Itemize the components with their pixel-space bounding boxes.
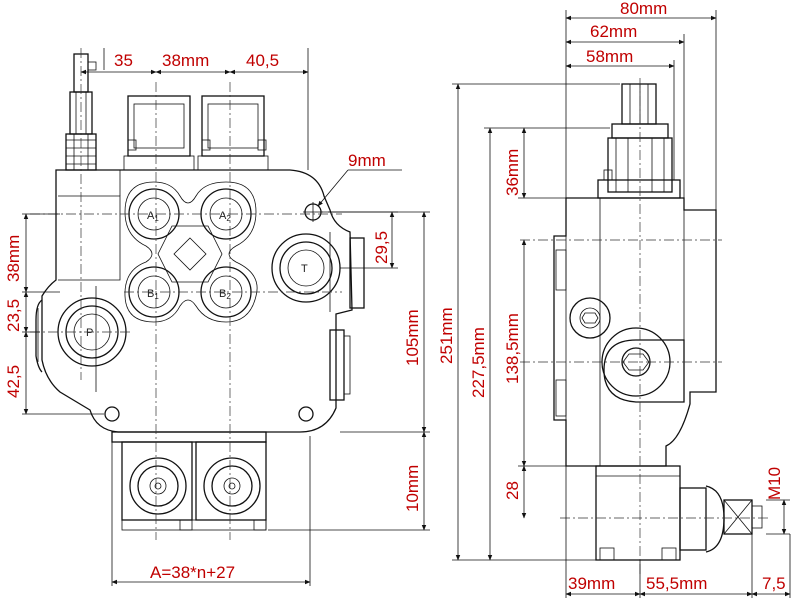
port-label-t: T [301,263,308,275]
port-label-p: P [86,327,93,339]
dim-23-5: 23,5 [4,299,23,332]
port-label-a1: A1 [147,210,159,223]
dim-38mm-top: 38mm [162,51,209,70]
dim-35: 35 [114,51,133,70]
side-body-outline [553,197,717,467]
dim-62mm: 62mm [590,22,637,41]
front-body-outline [41,169,353,433]
side-dimensions: 251mm 227,5mm 36mm 138,5mm 28 80mm 62mm … [437,0,791,598]
dim-39mm: 39mm [568,574,615,593]
front-dimensions: 35 38mm 40,5 9mm 38mm 23,5 42,5 29,5 105… [4,48,430,586]
dim-55-5mm: 55,5mm [646,574,707,593]
port-label-a2: A2 [219,210,231,223]
dim-42-5: 42,5 [4,365,23,398]
dim-251mm: 251mm [437,307,456,364]
dim-38mm-left: 38mm [4,235,23,282]
dim-36mm: 36mm [503,149,522,196]
dim-58mm: 58mm [586,47,633,66]
dim-28: 28 [503,481,522,500]
dim-138-5mm: 138,5mm [503,313,522,384]
port-linkage-outline [124,181,258,323]
port-label-b1: B1 [147,288,159,301]
dim-10mm: 10mm [403,465,422,512]
dim-m10: M10 [765,467,784,500]
side-view [520,78,770,574]
dim-formula: A=38*n+27 [150,563,235,582]
dim-227-5mm: 227,5mm [469,327,488,398]
dim-7-5: 7,5 [762,574,786,593]
dim-40-5: 40,5 [246,51,279,70]
dim-80mm: 80mm [620,0,667,18]
port-label-b2: B2 [219,288,231,301]
dim-29-5: 29,5 [372,231,391,264]
dim-105mm: 105mm [403,309,422,366]
dim-9mm: 9mm [348,151,386,170]
front-view: A1 A2 B1 B2 T P [30,48,365,540]
